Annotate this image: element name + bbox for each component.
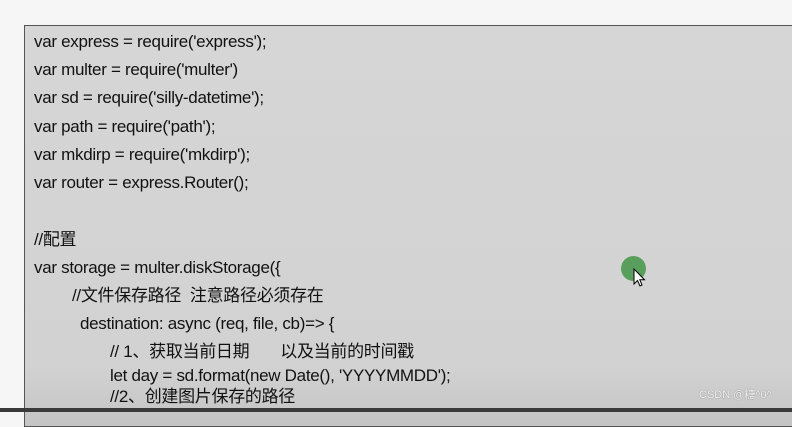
- code-line: var express = require('express');: [34, 32, 267, 51]
- mouse-pointer-icon: [633, 268, 646, 287]
- code-line: //文件保存路径 注意路径必须存在: [72, 286, 324, 305]
- code-line: var sd = require('silly-datetime');: [34, 88, 264, 107]
- code-line: var mkdirp = require('mkdirp');: [34, 145, 250, 164]
- code-line: //配置: [34, 230, 77, 249]
- code-line: var router = express.Router();: [34, 173, 249, 192]
- bottom-bar: [0, 408, 792, 412]
- code-slide: [24, 25, 792, 427]
- code-line: let day = sd.format(new Date(), 'YYYYMMD…: [110, 366, 451, 385]
- code-line: var path = require('path');: [34, 117, 216, 136]
- watermark: CSDN @糖^0^: [699, 389, 772, 401]
- code-line: //2、创建图片保存的路径: [110, 387, 296, 406]
- code-line: var multer = require('multer'): [34, 60, 238, 79]
- code-line: // 1、获取当前日期 以及当前的时间戳: [110, 342, 414, 361]
- code-line: destination: async (req, file, cb)=> {: [80, 314, 335, 333]
- code-line: var storage = multer.diskStorage({: [34, 258, 281, 277]
